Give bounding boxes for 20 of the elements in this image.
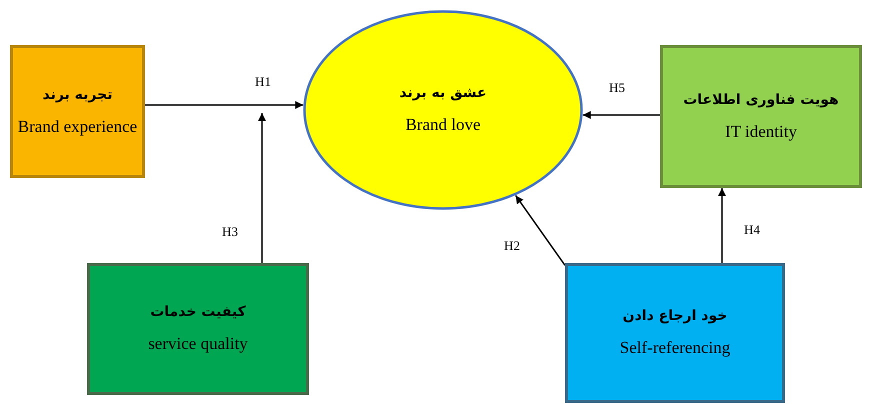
construct-name-persian: کیفیت خدمات — [150, 304, 246, 320]
construct-name-persian: عشق به برند — [399, 85, 487, 101]
construct-name: Brand experience — [18, 116, 138, 136]
arrow — [145, 101, 304, 109]
arrow — [718, 188, 726, 263]
construct-name-persian: تجربه برند — [42, 86, 112, 102]
construct-name-persian: هویت فناوری اطلاعات — [683, 92, 839, 108]
construct-ellipse — [303, 10, 583, 210]
construct-name: Brand love — [405, 115, 481, 135]
construct-box — [87, 263, 309, 395]
arrow — [582, 111, 660, 119]
construct-box — [660, 45, 862, 188]
construct-name: IT identity — [725, 122, 797, 142]
construct-name: service quality — [148, 334, 248, 354]
construct-name-persian: خود ارجاع دادن — [622, 308, 728, 324]
construct-name: Self-referencing — [620, 338, 730, 358]
construct-box — [10, 45, 145, 178]
arrow — [515, 195, 566, 266]
arrow — [258, 113, 266, 263]
construct-box — [565, 263, 785, 403]
